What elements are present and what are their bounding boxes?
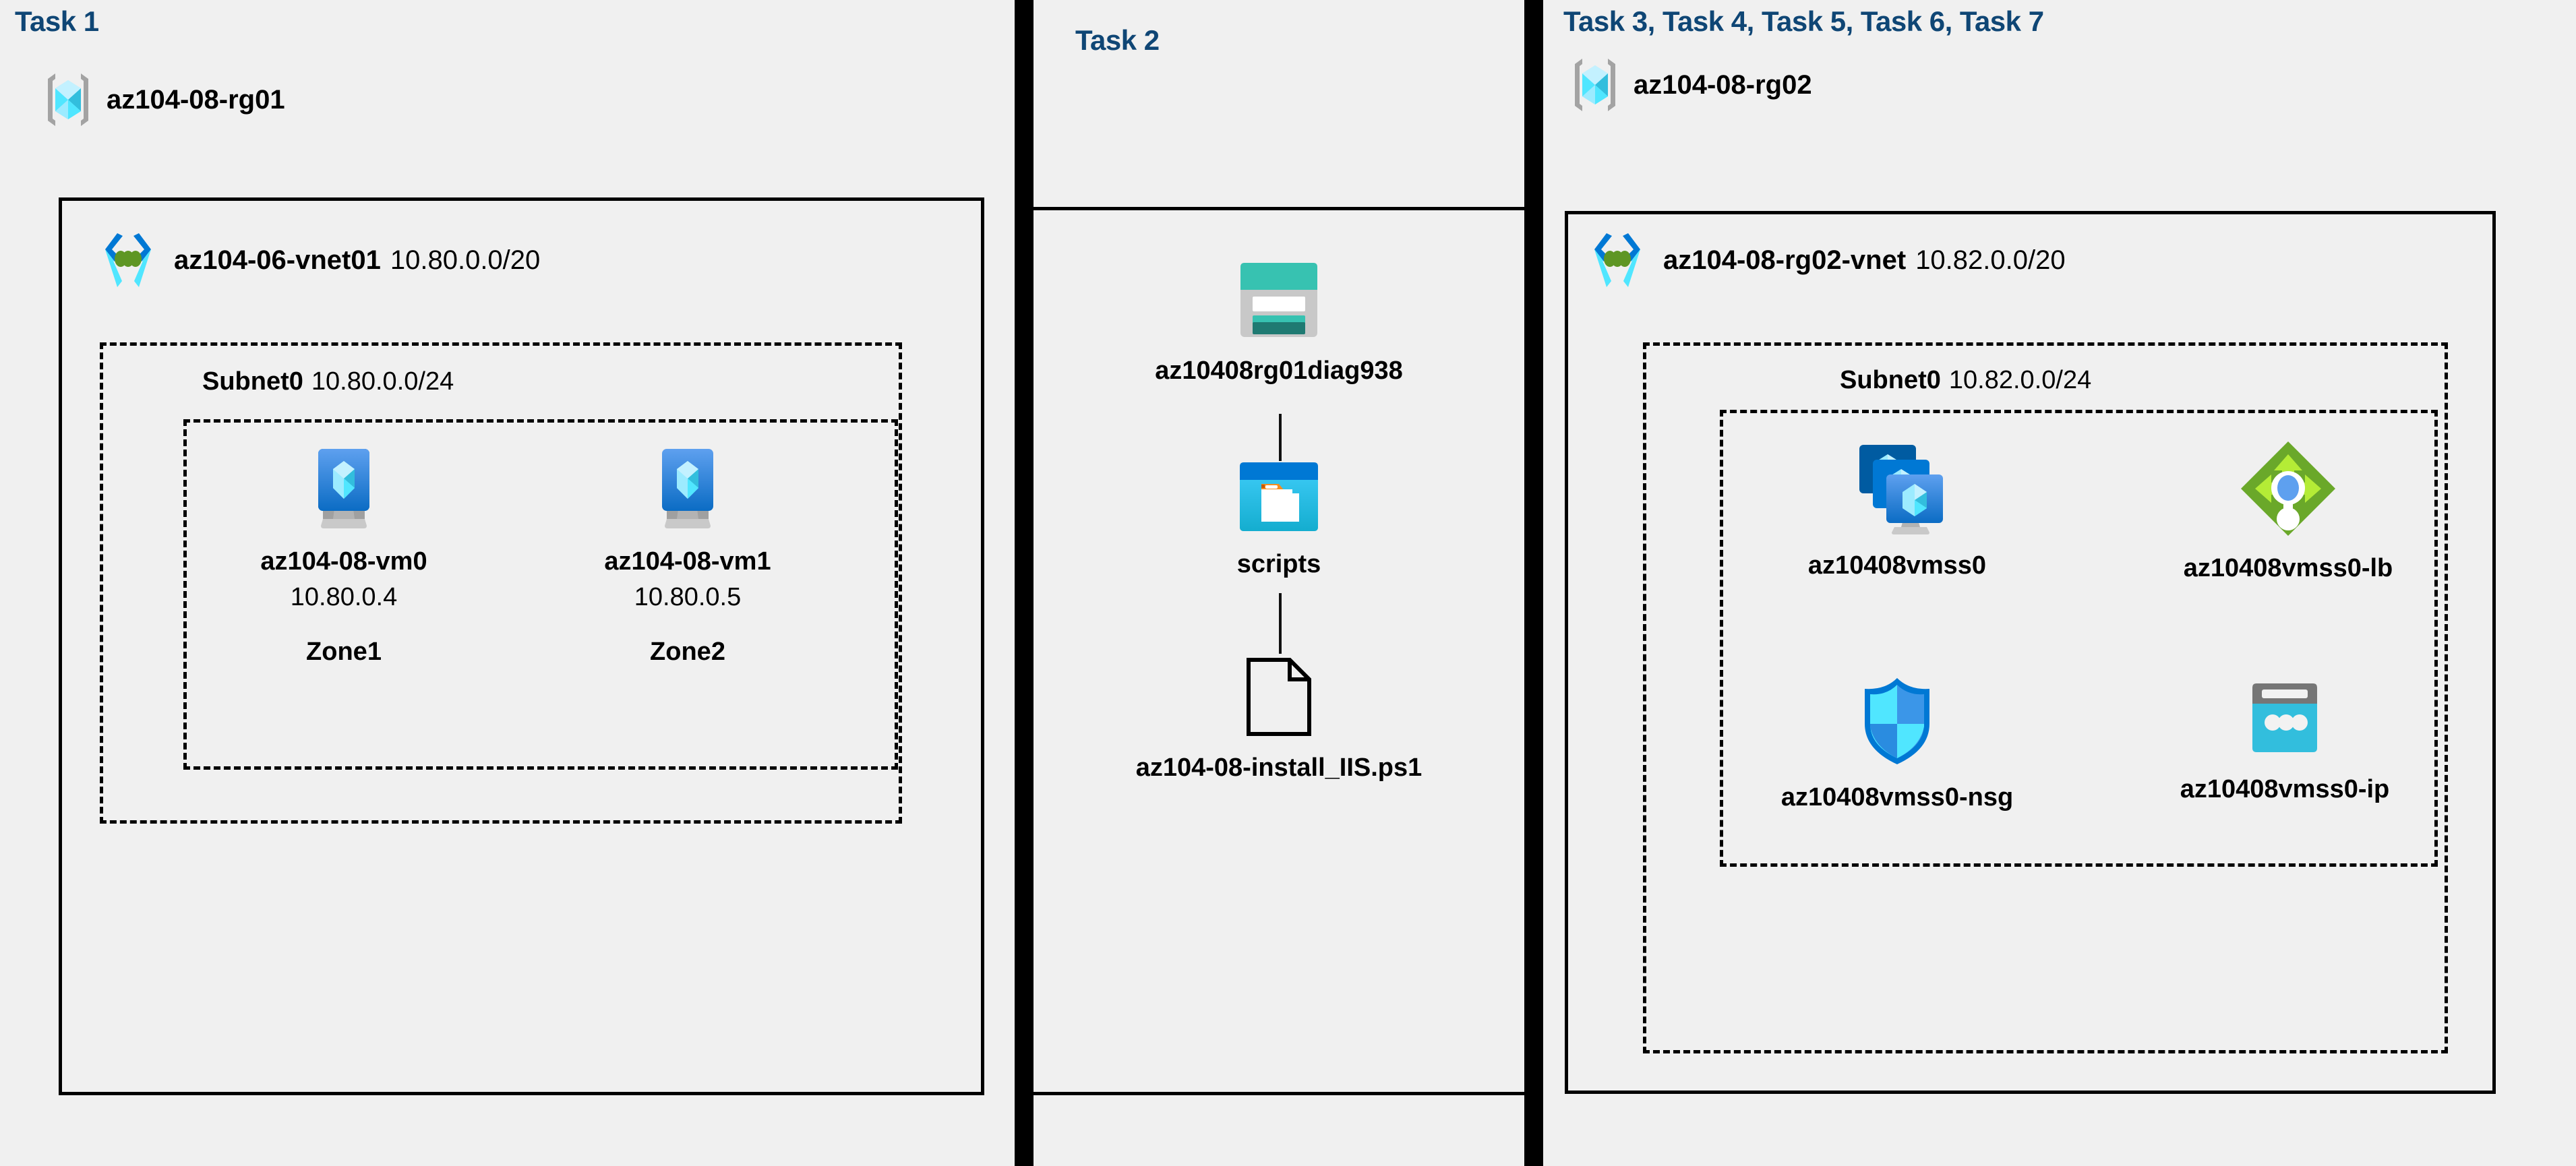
storage-account-label: az10408rg01diag938 <box>1155 357 1403 385</box>
virtual-network-icon <box>1584 229 1651 291</box>
connector-container-to-file <box>1279 593 1282 654</box>
resource-group-az104-08-rg01[interactable]: az104-08-rg01 <box>42 71 285 129</box>
virtual-machine-icon <box>306 446 382 532</box>
vm-scale-set-label: az10408vmss0 <box>1807 551 1987 580</box>
vnet-cidr: 10.82.0.0/20 <box>1915 245 2066 275</box>
vmss-resources-box <box>1720 410 2438 867</box>
file-label: az104-08-install_IIS.ps1 <box>1135 754 1422 782</box>
vm-ip: 10.80.0.4 <box>290 583 398 611</box>
subnet-name: Subnet0 <box>1840 366 1941 394</box>
network-security-group-az10408vmss0-nsg[interactable]: az10408vmss0-nsg <box>1780 674 2014 812</box>
vm-ip: 10.80.0.5 <box>634 583 742 611</box>
connector-storage-to-container <box>1279 414 1282 461</box>
public-ip-address-az10408vmss0-ip[interactable]: az10408vmss0-ip <box>2180 681 2389 804</box>
vm-az104-08-vm0[interactable]: az104-08-vm0 10.80.0.4 Zone1 <box>260 446 427 667</box>
file-az104-08-install-iis-ps1[interactable]: az104-08-install_IIS.ps1 <box>1136 655 1422 783</box>
resource-group-icon <box>1569 56 1621 114</box>
resource-group-az104-08-rg02[interactable]: az104-08-rg02 <box>1569 56 1812 114</box>
availability-zones-box <box>183 419 898 770</box>
virtual-network-icon <box>94 229 162 291</box>
vnet-az104-08-rg02-vnet[interactable]: az104-08-rg02-vnet 10.82.0.0/20 <box>1584 229 2066 291</box>
vm-name: az104-08-vm0 <box>260 547 427 576</box>
task2-column: Task 2 az10408rg01diag938 <box>1034 0 1524 1166</box>
subnet-cidr: 10.80.0.0/24 <box>311 367 454 396</box>
resource-group-label: az104-08-rg01 <box>107 84 285 115</box>
task2-heading: Task 2 <box>1075 24 1160 56</box>
public-ip-address-label: az10408vmss0-ip <box>2180 775 2390 803</box>
virtual-machine-icon <box>650 446 725 532</box>
blob-container-label: scripts <box>1236 550 1321 578</box>
task3-heading: Task 3, Task 4, Task 5, Task 6, Task 7 <box>1563 5 2044 37</box>
resource-group-icon <box>42 71 94 129</box>
resource-group-label: az104-08-rg02 <box>1634 69 1812 100</box>
vnet-label: az104-08-rg02-vnet <box>1663 245 1907 275</box>
vnet-az104-06-vnet01[interactable]: az104-06-vnet01 10.80.0.0/20 <box>94 229 540 291</box>
load-balancer-icon <box>2238 438 2339 539</box>
network-security-group-label: az10408vmss0-nsg <box>1780 783 2014 811</box>
vm-az104-08-vm1[interactable]: az104-08-vm1 10.80.0.5 Zone2 <box>604 446 771 667</box>
blob-container-scripts[interactable]: scripts <box>1211 460 1346 579</box>
subnet-label: Subnet0 10.80.0.0/24 <box>202 367 454 396</box>
storage-account-icon <box>1235 257 1323 342</box>
column-divider-2 <box>1524 0 1543 1166</box>
public-ip-address-icon <box>2244 681 2325 760</box>
storage-account-az10408rg01diag938[interactable]: az10408rg01diag938 <box>1155 257 1403 386</box>
task1-heading: Task 1 <box>15 5 99 37</box>
load-balancer-az10408vmss0-lb[interactable]: az10408vmss0-lb <box>2174 438 2403 583</box>
vm-zone: Zone1 <box>306 638 382 666</box>
subnet-cidr: 10.82.0.0/24 <box>1948 366 2092 394</box>
vm-scale-set-icon <box>1843 438 1951 536</box>
vm-name: az104-08-vm1 <box>604 547 771 576</box>
vnet-label: az104-06-vnet01 <box>174 245 381 275</box>
task1-column: Task 1 az104-08-rg01 <box>0 0 1015 1166</box>
vnet-cidr: 10.80.0.0/20 <box>390 245 541 275</box>
vm-zone: Zone2 <box>650 638 725 666</box>
vm-scale-set-az10408vmss0[interactable]: az10408vmss0 <box>1796 438 1998 580</box>
load-balancer-label: az10408vmss0-lb <box>2183 554 2393 582</box>
column-divider-1 <box>1015 0 1034 1166</box>
file-icon <box>1244 655 1314 739</box>
subnet-box-subnet0 <box>100 342 902 824</box>
network-security-group-icon <box>1858 674 1936 768</box>
subnet-name: Subnet0 <box>202 367 303 396</box>
subnet-box-subnet0 <box>1643 342 2448 1053</box>
vnet-box-az104-06-vnet01 <box>59 197 984 1095</box>
blob-container-icon <box>1237 460 1321 535</box>
task3-column: Task 3, Task 4, Task 5, Task 6, Task 7 a… <box>1543 0 2576 1166</box>
